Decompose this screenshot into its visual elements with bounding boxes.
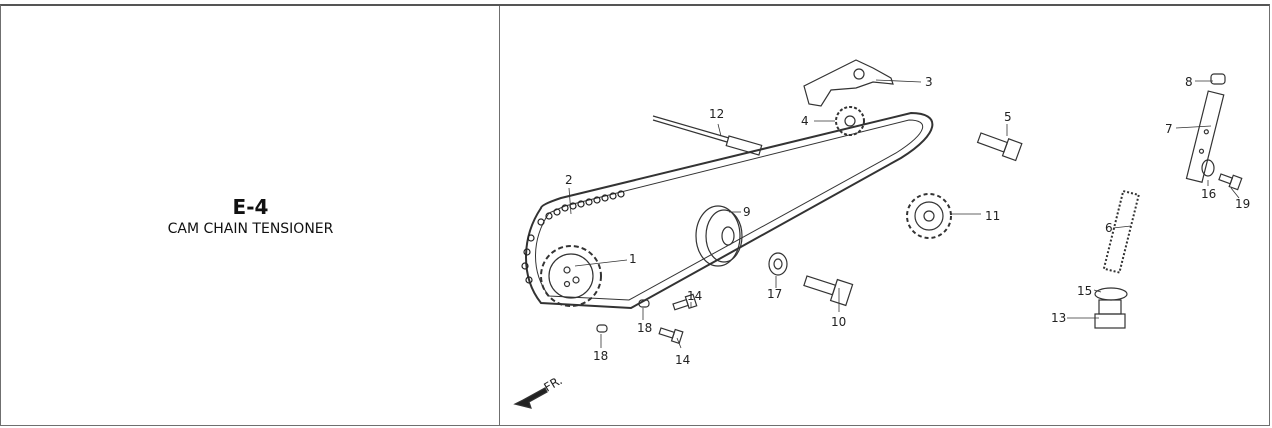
sealing-bolt-13: [1094, 299, 1126, 329]
label-15: 15: [1077, 284, 1092, 298]
label-19: 19: [1235, 197, 1250, 211]
bolt-14-upper: [672, 293, 698, 311]
label-14-lower: 14: [675, 353, 690, 367]
label-11: 11: [985, 209, 1000, 223]
label-13: 13: [1051, 311, 1066, 325]
label-17: 17: [767, 287, 782, 301]
chain-links: [521, 190, 625, 284]
label-18-upper: 18: [637, 321, 652, 335]
tensioner-tube: [1185, 90, 1225, 183]
label-5: 5: [1004, 110, 1012, 124]
section-title: CAM CHAIN TENSIONER: [167, 221, 334, 237]
cam-sprocket: [906, 193, 952, 239]
label-9: 9: [743, 205, 751, 219]
bolt-5: [976, 132, 1023, 162]
label-12: 12: [709, 107, 724, 121]
cap-8: [1210, 73, 1226, 85]
label-1: 1: [629, 252, 637, 266]
label-18-lower: 18: [593, 349, 608, 363]
label-16: 16: [1201, 187, 1216, 201]
bolt-14-lower: [658, 327, 684, 345]
parts-diagram: 1 2 3 4 5 6 7 8 9 10 11 12 13 14 14 15 1…: [501, 8, 1269, 424]
label-14-upper: 14: [687, 289, 702, 303]
tensioner-roller: [695, 205, 743, 267]
dowel-18-upper: [638, 299, 650, 308]
label-4: 4: [801, 114, 809, 128]
page-frame: E-4 CAM CHAIN TENSIONER: [0, 4, 1270, 426]
section-title-block: E-4 CAM CHAIN TENSIONER: [1, 196, 500, 238]
label-2: 2: [565, 173, 573, 187]
label-10: 10: [831, 315, 846, 329]
label-3: 3: [925, 75, 933, 89]
bolt-10: [803, 275, 854, 307]
exploded-view-svg: 1 2 3 4 5 6 7 8 9 10 11 12 13 14 14 15 1…: [513, 59, 1250, 409]
small-sprocket: [835, 106, 865, 136]
label-7: 7: [1165, 122, 1173, 136]
cam-chain: [525, 111, 934, 310]
section-code: E-4: [232, 195, 269, 219]
label-6: 6: [1105, 221, 1113, 235]
dowel-18-lower: [596, 324, 608, 333]
washer-16: [1201, 159, 1215, 177]
tensioner-spring: [1102, 189, 1140, 274]
crank-sprocket: [540, 245, 602, 307]
front-arrow: [513, 387, 548, 409]
washer-17: [768, 252, 788, 276]
bolt-19: [1218, 173, 1243, 191]
tensioner-arm: [803, 59, 894, 107]
washer-15: [1094, 287, 1128, 301]
section-panel: E-4 CAM CHAIN TENSIONER: [1, 6, 500, 425]
tensioner-rod: [652, 115, 763, 156]
label-8: 8: [1185, 75, 1193, 89]
